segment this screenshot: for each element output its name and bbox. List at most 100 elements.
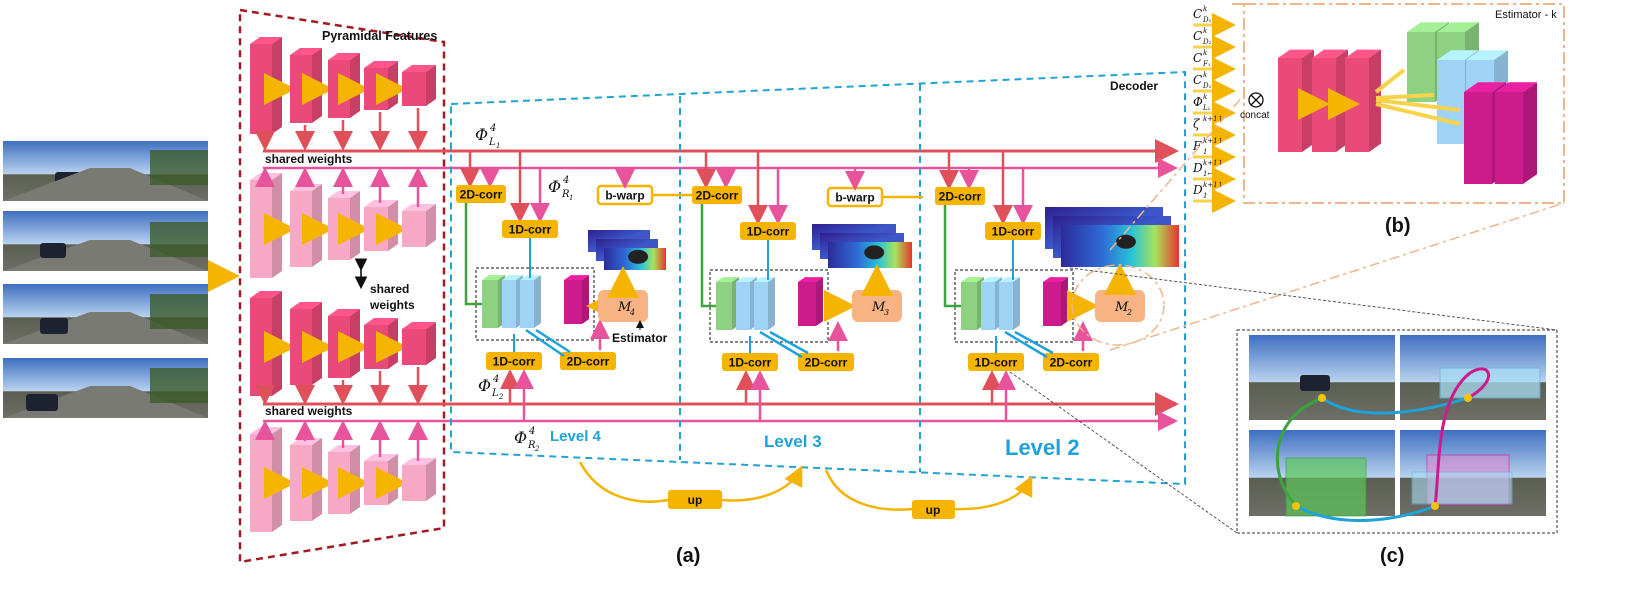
level-3-1d-corr-top-text: 1D-corr [747, 225, 790, 239]
phi-R1-label: Φ 4 R 1 [548, 175, 573, 202]
level-2-M-box-sub: 2 [1126, 308, 1132, 317]
estimator-input-3-sup: k [1203, 49, 1207, 57]
level-2-blue-block-1 [981, 277, 1002, 330]
level-2-green-link [943, 205, 961, 308]
level-3-2d-corr-top-text: 2D-corr [696, 189, 739, 203]
shared-weights-top-label: shared weights [265, 152, 353, 166]
level-2-2d-corr-bottom-text: 2D-corr [1050, 356, 1093, 370]
panel-c-magenta-arrow [1433, 367, 1490, 507]
up-box-2 [912, 500, 955, 519]
feature-block-r3-c3 [328, 309, 360, 378]
level-3-2d-corr-bottom-text: 2D-corr [805, 356, 848, 370]
est-b-block-2 [1312, 49, 1348, 152]
level-2-green-block [961, 277, 984, 330]
svg-text:L: L [491, 388, 499, 399]
pyramidal-features-label: Pyramidal Features [322, 29, 437, 43]
est-b-fan-arrow-2 [1375, 93, 1435, 100]
svg-text:2: 2 [498, 393, 504, 401]
svg-text:4: 4 [528, 426, 535, 437]
svg-text:4: 4 [489, 123, 496, 134]
phi-L2-label: Φ 4 L 2 [478, 374, 504, 401]
panel-c-image-tr [1400, 335, 1546, 420]
feature-block-r1-c1 [250, 37, 282, 134]
feature-block-r1-c3 [328, 53, 360, 118]
level-3-disparity-map [812, 224, 912, 268]
svg-text:1: 1 [496, 142, 500, 150]
estimator-input-7-sub: 1 [1203, 148, 1207, 156]
estimator-input-5-sup: k [1203, 93, 1207, 101]
level-3-blue-block-2 [754, 277, 775, 330]
estimator-input-4-base: C [1193, 73, 1202, 87]
up-box-1 [668, 490, 722, 509]
estimator-input-7-base: F [1192, 139, 1202, 153]
upsample-flow: up up [578, 461, 1033, 519]
estimator-input-1-base: C [1193, 7, 1202, 21]
up-label-2: up [926, 503, 941, 517]
feature-block-r1-c2 [290, 48, 322, 123]
level-4-2d-corr-top: 2D-corr [456, 185, 506, 203]
up-curve-in-2 [824, 469, 913, 511]
feature-block-r1-c5 [402, 65, 436, 106]
level-4-M-box-sub: 4 [629, 308, 635, 317]
feature-block-r2-c5 [402, 204, 436, 247]
estimator-input-3-sub: F₁ [1202, 60, 1211, 68]
svg-text:Φ: Φ [514, 428, 527, 447]
panel-b-label: (b) [1385, 215, 1411, 237]
svg-text:L: L [488, 137, 496, 148]
level-4-b-warp-text: b-warp [605, 189, 644, 203]
level-3-1d-corr-bottom: 1D-corr [722, 353, 778, 371]
estimator-blocks [1278, 22, 1537, 184]
up-curve-out-1 [721, 465, 803, 502]
panel-c-point-3 [1464, 394, 1472, 402]
level-2-blue-link-diag-2 [1004, 330, 1048, 359]
panel-c-image-bl [1249, 430, 1395, 517]
estimator-input-8-base: D [1192, 161, 1203, 175]
level-4-2d-corr-bottom-text: 2D-corr [567, 355, 610, 369]
est-b-fan-arrow-1 [1374, 68, 1406, 94]
level-4-1d-corr-bottom: 1D-corr [486, 352, 542, 370]
level-2-1d-corr-bottom: 1D-corr [968, 353, 1024, 371]
level-3-b-warp-text: b-warp [835, 191, 874, 205]
feature-lines [263, 139, 1179, 431]
feature-block-r2-c4 [364, 200, 398, 251]
level-2-magenta-block [1043, 277, 1068, 326]
level-4-blue-link-diag-1 [535, 328, 571, 354]
feature-block-r4-c4 [364, 454, 398, 505]
level-4-blue-block-1 [502, 275, 523, 328]
svg-text:2: 2 [534, 445, 540, 453]
panel-c-connector-1 [1009, 371, 1238, 534]
level-2-2d-corr-bottom: 2D-corr [1043, 353, 1099, 371]
level-2-blue-link-diag-1 [1014, 330, 1054, 355]
panel-c-label: (c) [1380, 545, 1404, 567]
level-2-M-box: M2 [1095, 290, 1145, 322]
shared-weights-middle-label-2: weights [369, 298, 415, 312]
estimator-input-9-sub: 1 [1203, 192, 1207, 200]
concat-symbol [1248, 92, 1264, 108]
level-2-1d-corr-top: 1D-corr [985, 222, 1041, 240]
est-b-block-1 [1278, 49, 1314, 152]
estimator-input-5-sub: L₁ [1202, 104, 1211, 112]
feature-block-r2-c3 [328, 191, 360, 260]
up-label-1: up [688, 493, 703, 507]
panel-c-blue-arrow-bottom [1295, 504, 1436, 522]
concat-label: concat [1240, 110, 1270, 121]
svg-text:1: 1 [569, 194, 573, 202]
estimator-input-5-base: Φ [1193, 95, 1203, 109]
estimator-input-9-sup: k+1↑ [1203, 181, 1223, 189]
level-3-blue-block-1 [736, 277, 757, 330]
feature-block-r4-c3 [328, 445, 360, 514]
m2-to-panel-b-line [1109, 94, 1245, 251]
level-3-1d-corr-top: 1D-corr [740, 222, 796, 240]
m2-to-panel-b-line-2 [1109, 202, 1565, 351]
feature-block-r3-c2 [290, 302, 322, 385]
svg-text:Φ: Φ [475, 125, 488, 144]
estimator-input-1-sub: D₁ [1202, 16, 1212, 24]
